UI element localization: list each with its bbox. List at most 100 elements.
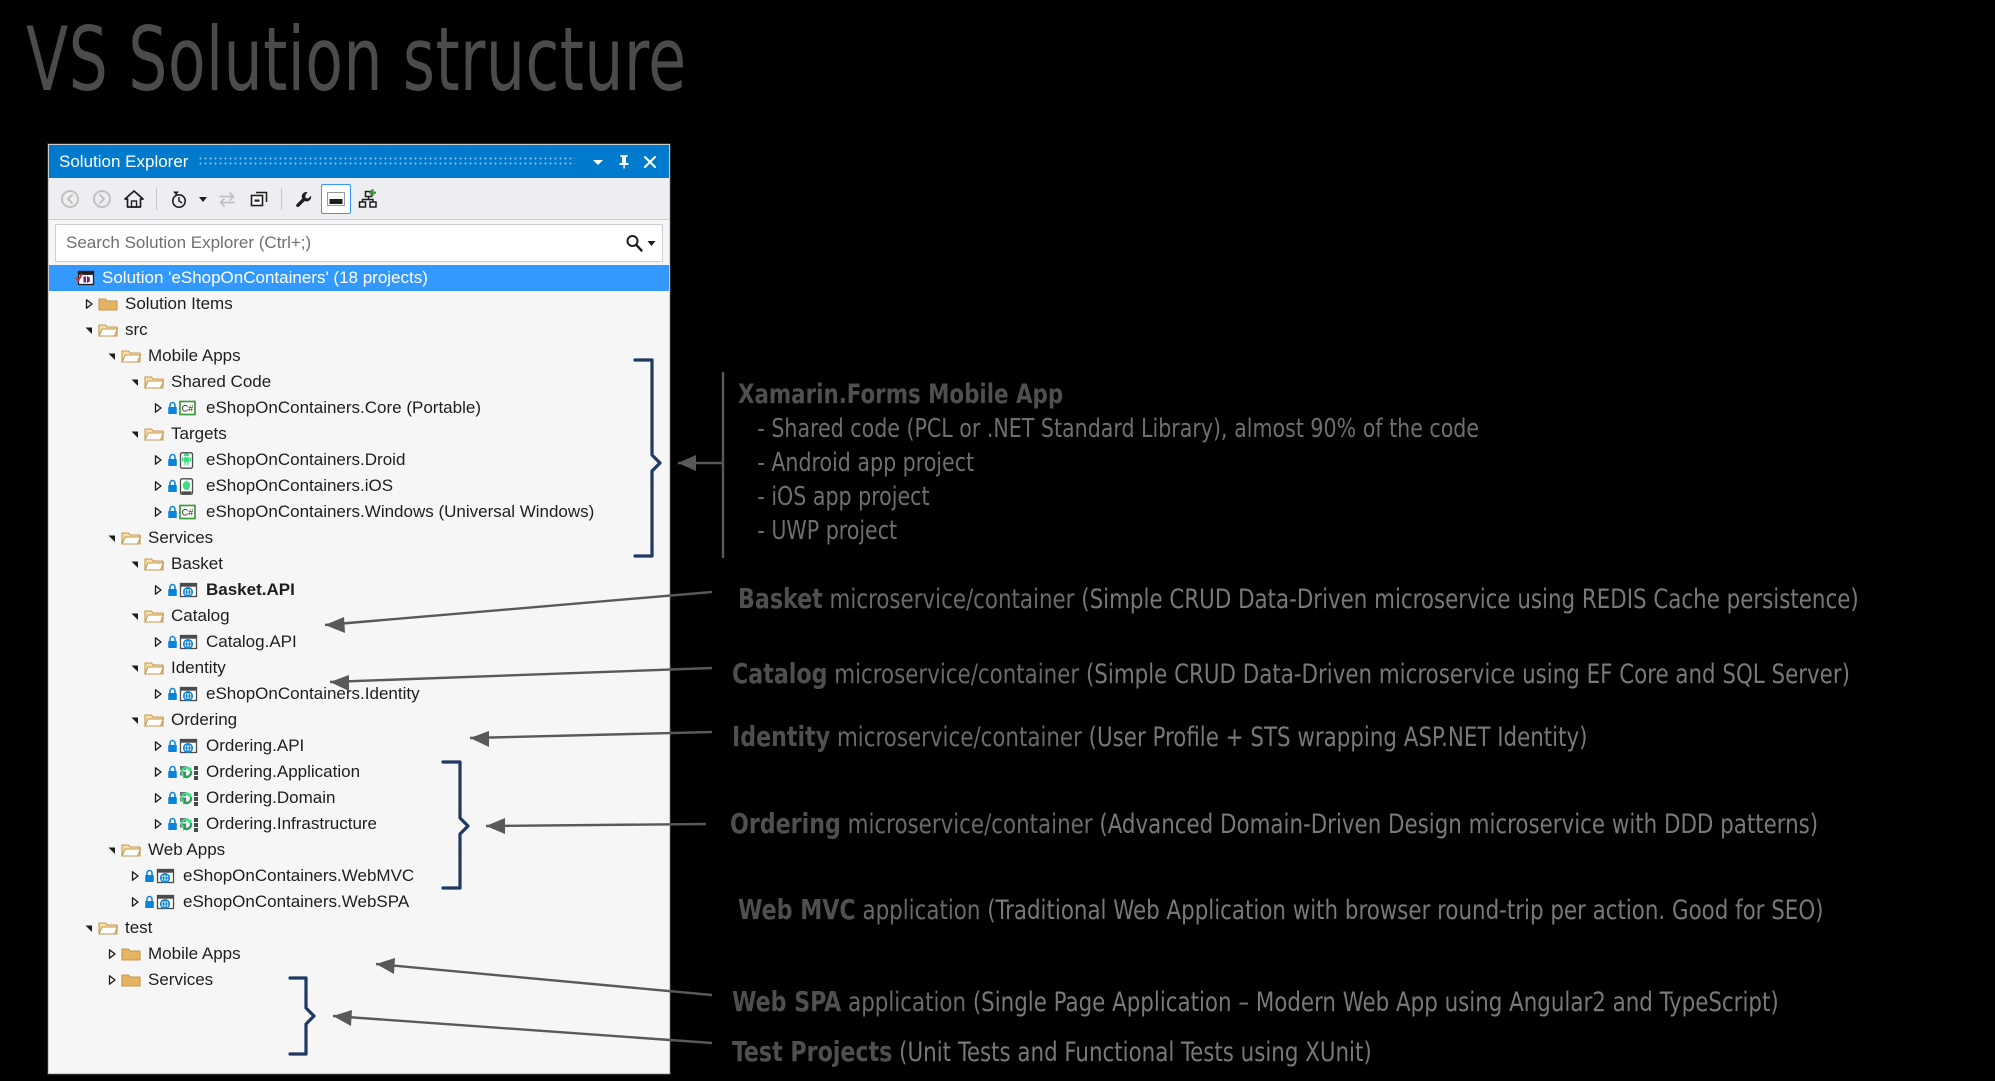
tree-node[interactable]: Ordering.API — [49, 733, 669, 759]
sync-icon[interactable] — [212, 184, 242, 214]
search-box[interactable] — [55, 224, 663, 262]
expander-collapsed-icon[interactable] — [103, 945, 121, 963]
solution-tree[interactable]: Solution 'eShopOnContainers' (18 project… — [49, 262, 669, 1073]
tree-node[interactable]: Shared Code — [49, 369, 669, 395]
back-arrow-icon[interactable] — [55, 184, 85, 214]
tree-node[interactable]: Ordering.Application — [49, 759, 669, 785]
expander-expanded-icon[interactable] — [103, 841, 121, 859]
expander-collapsed-icon[interactable] — [149, 581, 167, 599]
expander-collapsed-icon[interactable] — [149, 685, 167, 703]
tree-node[interactable]: eShopOnContainers.WebSPA — [49, 889, 669, 915]
expander-collapsed-icon[interactable] — [126, 893, 144, 911]
tree-node-label: Services — [148, 528, 214, 547]
tree-node[interactable]: Catalog.API — [49, 629, 669, 655]
tree-node[interactable]: Ordering.Domain — [49, 785, 669, 811]
tree-node-label: Identity — [171, 658, 226, 677]
expander-collapsed-icon[interactable] — [80, 295, 98, 313]
tree-node[interactable]: eShopOnContainers.Droid — [49, 447, 669, 473]
tree-node[interactable]: Basket.API — [49, 577, 669, 603]
expander-collapsed-icon[interactable] — [149, 451, 167, 469]
expander-expanded-icon[interactable] — [126, 425, 144, 443]
folder-closed-icon — [98, 295, 120, 313]
tree-node[interactable]: src — [49, 317, 669, 343]
annotation-ordering: Ordering microservice/container (Advance… — [730, 807, 1818, 840]
expander-collapsed-icon[interactable] — [149, 503, 167, 521]
tree-node[interactable]: C#eShopOnContainers.Windows (Universal W… — [49, 499, 669, 525]
expander-expanded-icon[interactable] — [80, 321, 98, 339]
annotation-webspa-head: Web SPA — [732, 985, 842, 1018]
expander-collapsed-icon[interactable] — [149, 737, 167, 755]
expander-expanded-icon[interactable] — [126, 711, 144, 729]
chevron-down-icon[interactable] — [585, 149, 611, 175]
hierarchy-plus-icon[interactable] — [353, 184, 383, 214]
tree-node[interactable]: Solution Items — [49, 291, 669, 317]
expander-expanded-icon[interactable] — [126, 607, 144, 625]
svg-text:C#: C# — [182, 403, 194, 413]
tree-node[interactable]: eShopOnContainers.Identity — [49, 681, 669, 707]
expander-expanded-icon[interactable] — [103, 347, 121, 365]
solution-icon — [75, 269, 97, 287]
expander-collapsed-icon[interactable] — [126, 867, 144, 885]
tree-node[interactable]: Mobile Apps — [49, 941, 669, 967]
expander-expanded-icon[interactable] — [57, 269, 75, 287]
expander-expanded-icon[interactable] — [126, 373, 144, 391]
clock-dropdown-caret-icon[interactable] — [196, 184, 210, 214]
magnifier-icon[interactable] — [624, 233, 656, 253]
collapse-all-icon[interactable] — [244, 184, 274, 214]
web-project-icon — [144, 893, 178, 911]
expander-collapsed-icon[interactable] — [149, 399, 167, 417]
expander-collapsed-icon[interactable] — [149, 815, 167, 833]
csharp-project-icon: C# — [167, 399, 201, 417]
arrowhead-mobile — [678, 455, 696, 471]
annotation-mobile-bullet-2: - iOS app project — [757, 482, 930, 512]
expander-collapsed-icon[interactable] — [149, 789, 167, 807]
wrench-icon[interactable] — [289, 184, 319, 214]
folder-closed-icon — [121, 945, 143, 963]
tree-node[interactable]: Services — [49, 967, 669, 993]
close-icon[interactable] — [637, 149, 663, 175]
tree-node-label: Services — [148, 970, 214, 989]
solution-explorer-toolbar — [49, 178, 669, 220]
tree-node[interactable]: Catalog — [49, 603, 669, 629]
solution-explorer-title: Solution Explorer — [59, 151, 189, 171]
ios-project-icon — [167, 477, 201, 495]
expander-collapsed-icon[interactable] — [149, 763, 167, 781]
pin-icon[interactable] — [611, 149, 637, 175]
expander-expanded-icon[interactable] — [126, 555, 144, 573]
tree-node[interactable]: Services — [49, 525, 669, 551]
tree-node[interactable]: Ordering.Infrastructure — [49, 811, 669, 837]
tree-node[interactable]: test — [49, 915, 669, 941]
search-input[interactable] — [66, 233, 624, 253]
tree-node[interactable]: Ordering — [49, 707, 669, 733]
tree-node[interactable]: Identity — [49, 655, 669, 681]
csharp-project-icon: C# — [167, 503, 201, 521]
annotation-identity: Identity microservice/container (User Pr… — [732, 720, 1587, 753]
clock-icon[interactable] — [164, 184, 194, 214]
tree-node[interactable]: Solution 'eShopOnContainers' (18 project… — [49, 265, 669, 291]
tree-node-label: eShopOnContainers.WebMVC — [183, 866, 415, 885]
annotation-catalog-sub: (Simple CRUD Data-Driven microservice us… — [1085, 659, 1850, 690]
tree-node[interactable]: Basket — [49, 551, 669, 577]
tree-node[interactable]: C#eShopOnContainers.Core (Portable) — [49, 395, 669, 421]
tree-node-label: Shared Code — [171, 372, 272, 391]
tree-node[interactable]: eShopOnContainers.WebMVC — [49, 863, 669, 889]
forward-arrow-icon[interactable] — [87, 184, 117, 214]
annotation-catalog-mid: microservice/container — [827, 659, 1086, 690]
expander-collapsed-icon[interactable] — [103, 971, 121, 989]
expander-expanded-icon[interactable] — [80, 919, 98, 937]
tree-node[interactable]: eShopOnContainers.iOS — [49, 473, 669, 499]
annotation-tests-head: Test Projects — [732, 1035, 893, 1068]
expander-collapsed-icon[interactable] — [149, 477, 167, 495]
tree-node[interactable]: Mobile Apps — [49, 343, 669, 369]
tree-node-label: Catalog.API — [206, 632, 297, 651]
home-icon[interactable] — [119, 184, 149, 214]
tree-node[interactable]: Targets — [49, 421, 669, 447]
tree-node[interactable]: Web Apps — [49, 837, 669, 863]
expander-expanded-icon[interactable] — [103, 529, 121, 547]
expander-expanded-icon[interactable] — [126, 659, 144, 677]
annotation-webmvc: Web MVC application (Traditional Web App… — [738, 893, 1823, 926]
tree-node-label: src — [125, 320, 148, 339]
expander-collapsed-icon[interactable] — [149, 633, 167, 651]
preview-pane-icon[interactable] — [321, 183, 351, 214]
